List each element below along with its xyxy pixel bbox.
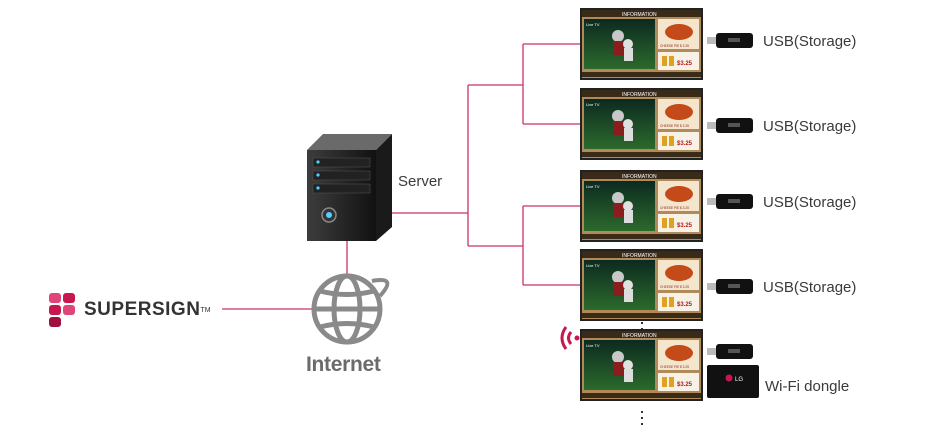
screen-live-tv: Live TV (586, 263, 600, 268)
screen-price: $3.25 (677, 302, 693, 308)
usb-stick-icon-3 (707, 194, 753, 209)
screen-header: INFORMATION (622, 92, 657, 98)
globe-icon (311, 273, 390, 345)
usb-stick-icon-5 (707, 344, 753, 359)
screen-price: $3.25 (677, 223, 693, 229)
screen-header: INFORMATION (622, 333, 657, 339)
internet-label: Internet (306, 353, 381, 376)
screen-live-tv: Live TV (586, 343, 600, 348)
screen-price: $3.25 (677, 382, 693, 388)
screen-food-label: CHEESE PIE $ 3.25 (660, 285, 689, 289)
server-icon (307, 134, 392, 241)
display-screen-4: INFORMATION Live TV CHEESE PIE $ 3.25 $3.25 (580, 249, 703, 321)
supersign-trademark: TM (200, 306, 211, 314)
usb-label-1: USB(Storage) (763, 33, 857, 50)
server-label: Server (398, 173, 443, 190)
usb-label-3: USB(Storage) (763, 194, 857, 211)
screen-live-tv: Live TV (586, 184, 600, 189)
screen-food-label: CHEESE PIE $ 3.25 (660, 206, 689, 210)
usb-sticks (707, 33, 753, 359)
screen-live-tv: Live TV (586, 102, 600, 107)
usb-stick-icon-1 (707, 33, 753, 48)
display-screen-1: INFORMATION Live TV CHEESE PIE $ 3.25 $3.25 (580, 8, 703, 80)
screen-food-label: CHEESE PIE $ 3.25 (660, 124, 689, 128)
display-screen-2: INFORMATION Live TV CHEESE PIE $ 3.25 $3.25 (580, 88, 703, 160)
usb-label-4: USB(Storage) (763, 279, 857, 296)
supersign-wordmark: SUPERSIGN (84, 299, 201, 320)
wifi-signal-icon (560, 326, 580, 350)
screen-header: INFORMATION (622, 253, 657, 259)
usb-stick-icon-2 (707, 118, 753, 133)
supersign-mark-icon (49, 293, 75, 327)
display-screen-5: INFORMATION Live TV CHEESE PIE $ 3.25 $3.25 (580, 329, 703, 401)
usb-stick-icon-4 (707, 279, 753, 294)
screen-header: INFORMATION (622, 174, 657, 180)
screen-header: INFORMATION (622, 12, 657, 18)
screen-price: $3.25 (677, 141, 693, 147)
display-screen-3: INFORMATION Live TV CHEESE PIE $ 3.25 $3.25 (580, 170, 703, 242)
supersign-logo: SUPERSIGN TM (48, 290, 211, 330)
connection-lines (222, 43, 581, 310)
displays: INFORMATION Live TV CHEESE PIE $ 3.25 $3.25… (580, 8, 703, 401)
wifi-dongle-label: Wi-Fi dongle (765, 378, 850, 395)
screen-food-label: CHEESE PIE $ 3.25 (660, 44, 689, 48)
screen-live-tv: Live TV (586, 22, 600, 27)
dongle-brand: LG (735, 377, 743, 383)
wifi-dongle-icon: LG (707, 365, 759, 398)
screen-price: $3.25 (677, 61, 693, 67)
screen-food-label: CHEESE PIE $ 3.25 (660, 365, 689, 369)
usb-label-2: USB(Storage) (763, 118, 857, 135)
